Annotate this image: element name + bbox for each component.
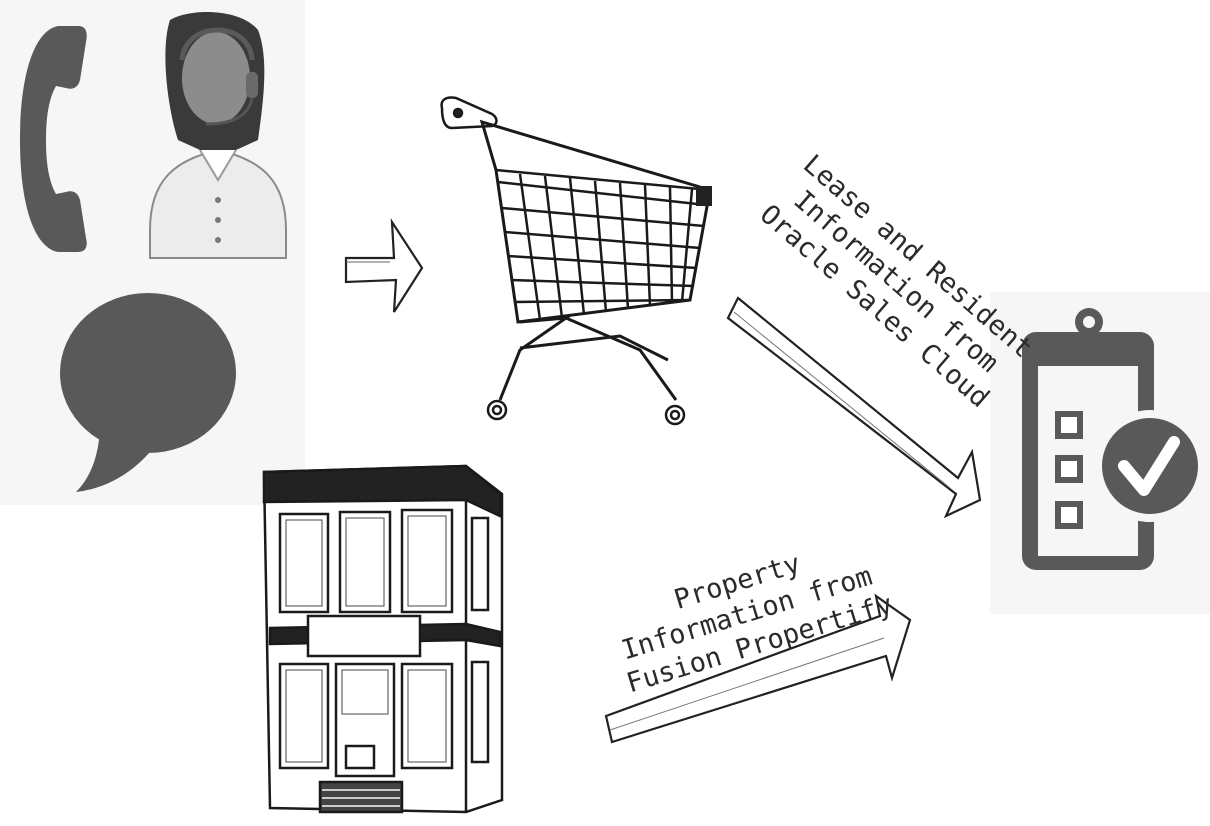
building-icon bbox=[264, 466, 502, 812]
input-arrow bbox=[346, 222, 422, 312]
shopping-cart-icon bbox=[442, 97, 712, 424]
